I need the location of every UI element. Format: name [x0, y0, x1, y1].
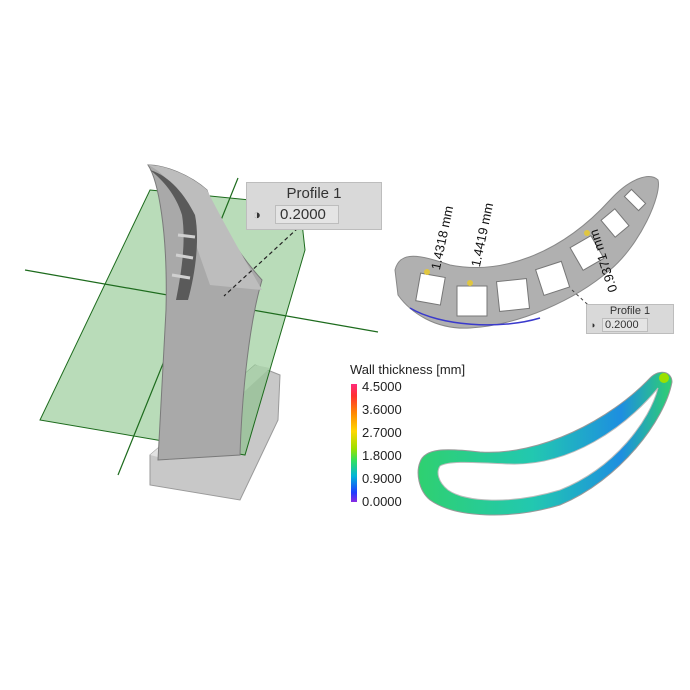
thickness-profile-inner — [437, 387, 659, 501]
profile-callout-small-value: 0.2000 — [602, 318, 648, 332]
half-circle-icon: ◑ — [253, 207, 261, 222]
legend-tick: 2.7000 — [362, 425, 402, 440]
section-bottom-edge — [409, 307, 541, 326]
blade-upper — [148, 165, 262, 290]
cavity-4 — [534, 260, 571, 296]
legend-tick: 3.6000 — [362, 402, 402, 417]
half-circle-icon: ◑ — [590, 320, 596, 330]
cavity-2 — [456, 285, 488, 317]
profile-callout-small: Profile 1 ◑ 0.2000 — [586, 304, 674, 334]
legend-tick: 4.5000 — [362, 379, 402, 394]
profile-callout-small-title: Profile 1 — [609, 305, 651, 317]
cavity-5 — [569, 235, 605, 271]
profile-callout-value: 0.2000 — [275, 205, 339, 224]
legend-tick: 1.8000 — [362, 448, 402, 463]
blade-tip-ribs — [171, 233, 196, 280]
cavity-3 — [495, 277, 531, 313]
legend-tick: 0.9000 — [362, 471, 402, 486]
cavity-7 — [623, 188, 647, 212]
cavity-1 — [415, 272, 446, 306]
blade-tip-hollow — [150, 170, 198, 300]
legend-title: Wall thickness [mm] — [350, 362, 466, 377]
callout-leader-large — [223, 227, 299, 297]
measure-marker-1 — [424, 269, 430, 275]
legend-tick: 0.0000 — [362, 494, 402, 509]
thickness-hotspot — [659, 373, 669, 383]
profile-callout-title: Profile 1 — [286, 185, 342, 202]
legend-color-bar — [351, 384, 357, 502]
wall-thickness-legend: Wall thickness [mm] 4.5000 3.6000 2.7000… — [350, 362, 510, 512]
measure-marker-2 — [467, 280, 473, 286]
profile-callout-large: Profile 1 ◑ 0.2000 — [246, 182, 382, 230]
measure-marker-3 — [584, 230, 590, 236]
cavity-6 — [600, 208, 630, 238]
